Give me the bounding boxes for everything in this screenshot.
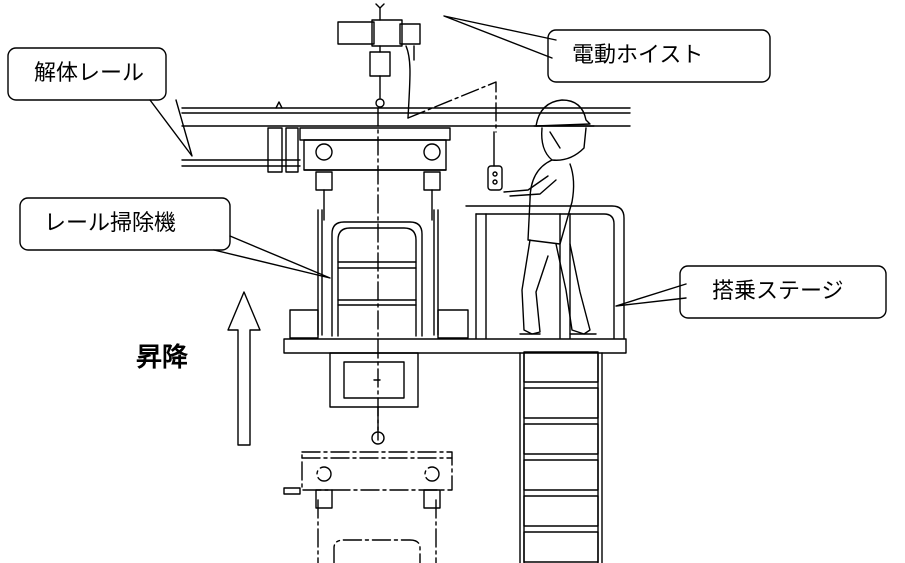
label-boarding-stage: 搭乗ステージ: [712, 279, 844, 304]
electric-hoist: [337, 3, 421, 119]
ladder: [519, 351, 603, 563]
worker-figure: [503, 99, 597, 335]
label-lift: 昇降: [136, 343, 189, 373]
lift-arrow: [227, 291, 261, 446]
label-rail-cleaner: レール掃除機: [44, 211, 177, 236]
rail-cleaner-carriage: [299, 127, 451, 336]
lowered-position-ghost: [283, 406, 453, 563]
label-dismantling-rail: 解体レール: [34, 61, 145, 86]
dismantling-rail: [181, 101, 631, 173]
rail-cleaner-body: [289, 221, 469, 339]
callout-stage: [615, 265, 887, 319]
callout-cleaner: [19, 197, 331, 279]
boarding-stage: [283, 205, 627, 408]
pendant-remote: [487, 131, 503, 191]
center-line: [377, 81, 497, 431]
callout-rail: [7, 47, 193, 157]
label-electric-hoist: 電動ホイスト: [572, 43, 704, 68]
callout-hoist: [443, 15, 771, 83]
